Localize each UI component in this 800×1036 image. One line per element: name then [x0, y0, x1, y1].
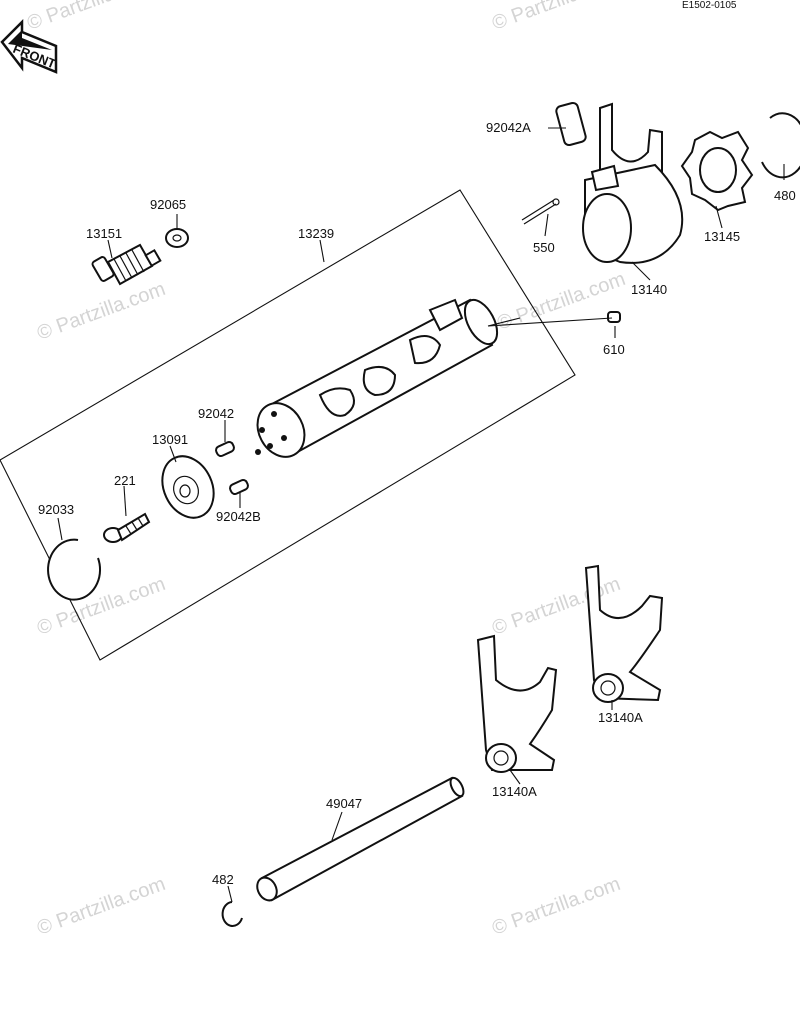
- part-labels: 92042A 480 92065 13151 13239 550 13145 1…: [38, 120, 796, 887]
- reference-code: E1502-0105: [682, 0, 737, 11]
- label-92042: 92042: [198, 406, 234, 421]
- label-13140a-upper: 13140A: [598, 710, 643, 725]
- pin-part: [215, 440, 235, 458]
- pin-610-part: [607, 311, 621, 323]
- watermark: © Partzilla.com: [489, 0, 623, 35]
- shift-fork-a-lower-part: [476, 634, 558, 773]
- label-13140: 13140: [631, 282, 667, 297]
- circlip-part: [47, 538, 102, 601]
- circlip-480-part: [761, 112, 800, 179]
- shift-fork-a-upper-part: [584, 564, 664, 703]
- label-482: 482: [212, 872, 234, 887]
- e-clip-part: [221, 901, 243, 927]
- shift-drum-part: [255, 298, 499, 458]
- leader-lines: [57, 127, 785, 903]
- label-480: 480: [774, 188, 796, 203]
- label-221: 221: [114, 473, 136, 488]
- label-92042a: 92042A: [486, 120, 531, 135]
- star-plate-part: [680, 130, 754, 212]
- label-92042b: 92042B: [216, 509, 261, 524]
- watermark: © Partzilla.com: [34, 278, 168, 345]
- cotter-pin-part: [521, 198, 560, 225]
- pin-a-part: [555, 101, 587, 147]
- label-550: 550: [533, 240, 555, 255]
- label-92033: 92033: [38, 502, 74, 517]
- label-610: 610: [603, 342, 625, 357]
- screw-part: [103, 512, 151, 543]
- label-13091: 13091: [152, 432, 188, 447]
- watermark: © Partzilla.com: [34, 873, 168, 940]
- label-13145: 13145: [704, 229, 740, 244]
- shift-rod-part: [256, 776, 465, 902]
- label-13140a-lower: 13140A: [492, 784, 537, 799]
- label-49047: 49047: [326, 796, 362, 811]
- washer-part: [165, 228, 189, 248]
- label-13239: 13239: [298, 226, 334, 241]
- label-92065: 92065: [150, 197, 186, 212]
- watermark: © Partzilla.com: [24, 0, 158, 35]
- neutral-switch-part: [91, 243, 162, 286]
- label-13151: 13151: [86, 226, 122, 241]
- pin-b-part: [229, 478, 249, 496]
- plate-part: [161, 455, 215, 519]
- watermark: © Partzilla.com: [489, 873, 623, 940]
- shift-fork-part: [582, 102, 684, 264]
